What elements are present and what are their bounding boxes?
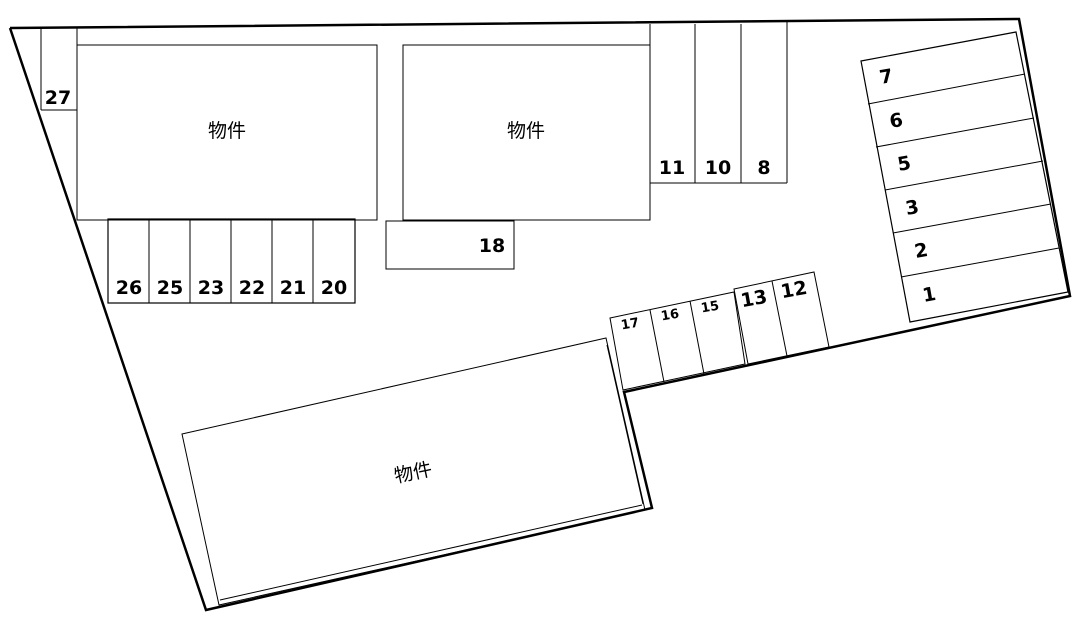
parking-space-16[interactable]: 16 xyxy=(660,307,680,325)
parking-space-26[interactable]: 26 xyxy=(116,277,142,299)
parking-row-12-13: 13 12 xyxy=(733,271,830,365)
parking-space-2[interactable]: 2 xyxy=(913,239,930,263)
parking-space-1[interactable]: 1 xyxy=(921,283,938,307)
parking-space-7[interactable]: 7 xyxy=(878,65,895,89)
parking-space-8[interactable]: 8 xyxy=(757,157,770,179)
parking-space-13[interactable]: 13 xyxy=(739,286,769,312)
space-label: 18 xyxy=(479,235,505,257)
building-top-left[interactable]: 物件 xyxy=(76,44,378,221)
parking-space-22[interactable]: 22 xyxy=(239,277,265,299)
parking-space-20[interactable]: 20 xyxy=(321,277,347,299)
parking-space-5[interactable]: 5 xyxy=(896,152,913,176)
parking-space-12[interactable]: 12 xyxy=(779,277,809,303)
parking-space-3[interactable]: 3 xyxy=(904,196,921,220)
parking-column-1-7: 7 6 5 3 2 1 xyxy=(860,31,1069,323)
building-top-center[interactable]: 物件 xyxy=(402,44,651,221)
building-label: 物件 xyxy=(208,120,246,142)
parking-space-27[interactable]: 27 xyxy=(40,28,78,111)
parking-space-6[interactable]: 6 xyxy=(888,109,905,133)
space-label: 27 xyxy=(45,87,71,109)
parking-space-23[interactable]: 23 xyxy=(198,277,224,299)
lot-boundary xyxy=(8,17,1072,612)
parking-space-15[interactable]: 15 xyxy=(700,299,720,317)
parking-row-20-26: 26 25 23 22 21 20 xyxy=(107,218,356,304)
parking-row-15-17: 17 16 15 xyxy=(609,291,746,391)
parking-space-21[interactable]: 21 xyxy=(280,277,306,299)
parking-space-25[interactable]: 25 xyxy=(157,277,183,299)
parking-space-17[interactable]: 17 xyxy=(620,316,640,334)
parking-space-10[interactable]: 10 xyxy=(705,157,731,179)
parking-space-18[interactable]: 18 xyxy=(385,220,515,270)
parking-space-11[interactable]: 11 xyxy=(659,157,685,179)
building-bottom[interactable]: 物件 xyxy=(181,337,646,606)
building-label: 物件 xyxy=(392,458,434,487)
parking-row-8-11: 11 10 8 xyxy=(649,22,788,184)
building-label: 物件 xyxy=(507,120,545,142)
